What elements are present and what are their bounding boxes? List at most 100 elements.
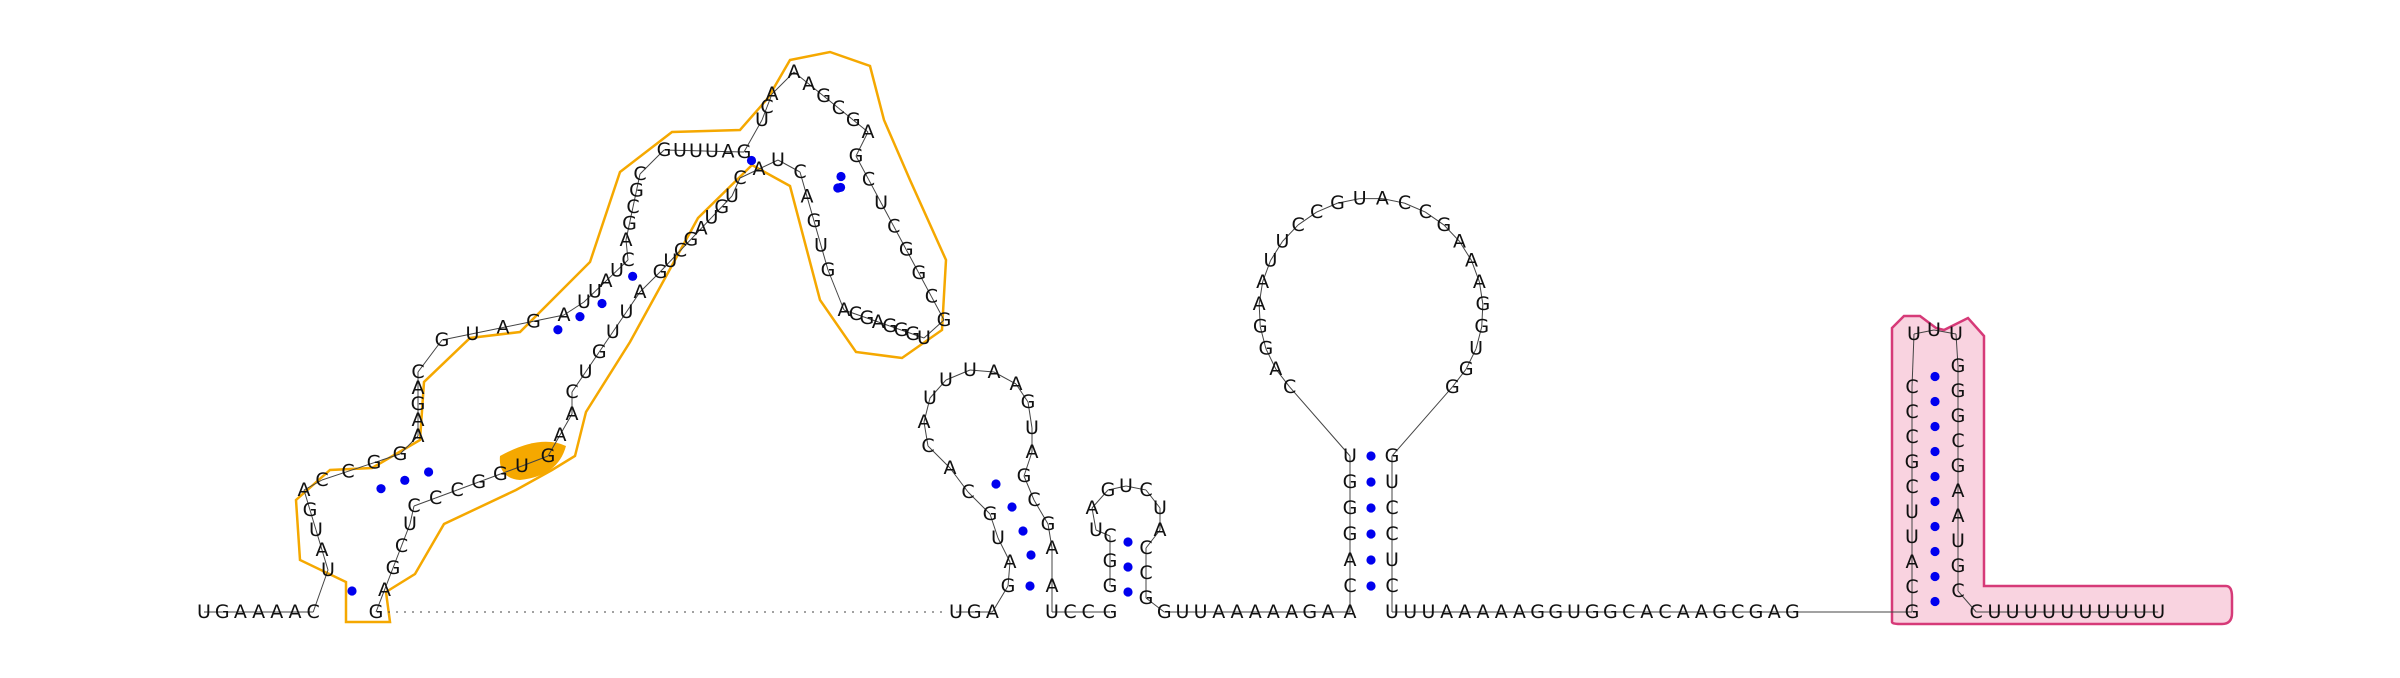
base-pair-dot xyxy=(1123,537,1132,546)
hp4-nucleotide: U xyxy=(1385,471,1399,493)
domain1-nucleotide: C xyxy=(849,303,862,325)
base-pair-dot xyxy=(836,183,845,192)
domain1-nucleotide: U xyxy=(403,513,417,535)
highlighted-nucleotides xyxy=(500,442,566,480)
domain1-nucleotide: A xyxy=(788,61,801,83)
nucleotide: C xyxy=(921,435,934,457)
linker-nucleotide: A xyxy=(1677,601,1690,623)
poly-u-nucleotide: U xyxy=(2115,601,2129,623)
domain1-nucleotide: C xyxy=(429,487,442,509)
base-pair-dot xyxy=(1026,550,1035,559)
domain1-nucleotide: A xyxy=(753,158,766,180)
hp4-loop-nucleotide: C xyxy=(1310,201,1323,223)
hp4-loop-nucleotide: C xyxy=(1283,376,1296,398)
backbone-layer xyxy=(204,72,2158,612)
domain1-nucleotide: G xyxy=(911,262,926,284)
nucleotide: U xyxy=(1089,519,1103,541)
domain1-nucleotide: A xyxy=(862,121,875,143)
hp4-nucleotide: G xyxy=(1343,497,1358,519)
nucleotide: C xyxy=(1027,489,1040,511)
linker-nucleotide: C xyxy=(1063,601,1076,623)
domain1-nucleotide: C xyxy=(925,286,938,308)
linker-nucleotide: A xyxy=(1440,601,1453,623)
domain1-nucleotide: U xyxy=(771,149,785,171)
terminator-nucleotide: C xyxy=(1905,476,1918,498)
hp4-loop-nucleotide: G xyxy=(1330,192,1345,214)
nucleotide: G xyxy=(1001,575,1016,597)
hp4-loop-nucleotide: A xyxy=(1465,250,1478,272)
base-pair-dot xyxy=(1930,547,1939,556)
domain1-nucleotide: C xyxy=(862,168,875,190)
base-pair-dot xyxy=(628,272,637,281)
poly-u-nucleotide: C xyxy=(1970,601,1983,623)
lead-in-nucleotide: A xyxy=(234,601,247,623)
hp3-nucleotide: G xyxy=(1103,575,1118,597)
base-pair-dot xyxy=(424,467,433,476)
linker-nucleotide: A xyxy=(1267,601,1280,623)
hp4-nucleotide: G xyxy=(1343,471,1358,493)
linker-nucleotide: A xyxy=(1768,601,1781,623)
poly-u-nucleotide: U xyxy=(2024,601,2038,623)
domain1-nucleotide: A xyxy=(497,317,510,339)
nucleotide: C xyxy=(961,481,974,503)
base-pair-dot xyxy=(1366,477,1375,486)
linker-nucleotide: U xyxy=(949,601,963,623)
hp4-loop-nucleotide: A xyxy=(1269,358,1282,380)
hp4-loop-nucleotide: C xyxy=(1398,192,1411,214)
linker-nucleotide: G xyxy=(1785,601,1800,623)
lead-in-nucleotide: A xyxy=(289,601,302,623)
domain1-nucleotide: G xyxy=(369,601,384,623)
hp4-loop-nucleotide: G xyxy=(1459,358,1474,380)
hp4-loop-nucleotide: G xyxy=(1475,293,1490,315)
domain1-nucleotide: G xyxy=(592,341,607,363)
base-pair-dot xyxy=(1007,502,1016,511)
nucleotide: U xyxy=(1119,475,1133,497)
poly-u-nucleotide: U xyxy=(2060,601,2074,623)
terminator-nucleotide: G xyxy=(1905,451,1920,473)
hp3-nucleotide: C xyxy=(1139,562,1152,584)
terminator-nucleotide: U xyxy=(1905,501,1919,523)
domain1-nucleotide: U xyxy=(515,455,529,477)
domain1-nucleotide: G xyxy=(849,145,864,167)
nucleotide: G xyxy=(1101,479,1116,501)
hp4-loop-nucleotide: A xyxy=(1253,293,1266,315)
poly-u-nucleotide: U xyxy=(2006,601,2020,623)
linker-nucleotide: A xyxy=(1458,601,1471,623)
domain1-nucleotide: G xyxy=(367,452,382,474)
hp4-loop-nucleotide: G xyxy=(1259,338,1274,360)
base-pair-dot xyxy=(575,312,584,321)
nucleotide: A xyxy=(1086,497,1099,519)
nucleotide: U xyxy=(923,387,937,409)
linker-nucleotide: A xyxy=(986,601,999,623)
hp4-loop-nucleotide: G xyxy=(1445,376,1460,398)
terminator-nucleotide: U xyxy=(1905,526,1919,548)
domain1-nucleotide: U xyxy=(619,301,633,323)
base-pair-dot xyxy=(1366,451,1375,460)
base-pair-dot xyxy=(376,484,385,493)
nucleotide: G xyxy=(983,503,998,525)
linker-nucleotide: A xyxy=(1640,601,1653,623)
nucleotide: A xyxy=(988,361,1001,383)
base-pair-dot xyxy=(347,586,356,595)
terminator-nucleotide: G xyxy=(1951,380,1966,402)
base-pair-dot xyxy=(1018,526,1027,535)
terminator-nucleotide: G xyxy=(1951,555,1966,577)
linker-nucleotide: G xyxy=(1603,601,1618,623)
terminator-nucleotide: C xyxy=(1905,576,1918,598)
backbone-link xyxy=(1392,387,1452,456)
domain1-nucleotide: C xyxy=(887,215,900,237)
hp4-loop-nucleotide: G xyxy=(1253,316,1268,338)
linker-nucleotide: G xyxy=(1712,601,1727,623)
base-pair-dot xyxy=(1930,372,1939,381)
nucleotide: A xyxy=(944,457,957,479)
lead-in-nucleotide: A xyxy=(270,601,283,623)
hp4-nucleotide: C xyxy=(1385,497,1398,519)
poly-u-nucleotide: U xyxy=(2078,601,2092,623)
hp3-nucleotide: G xyxy=(1103,550,1118,572)
lead-in-nucleotide: G xyxy=(215,601,230,623)
poly-u-nucleotide: U xyxy=(2097,601,2111,623)
domain1-nucleotide: G xyxy=(386,557,401,579)
domain1-nucleotide: U xyxy=(673,139,687,161)
